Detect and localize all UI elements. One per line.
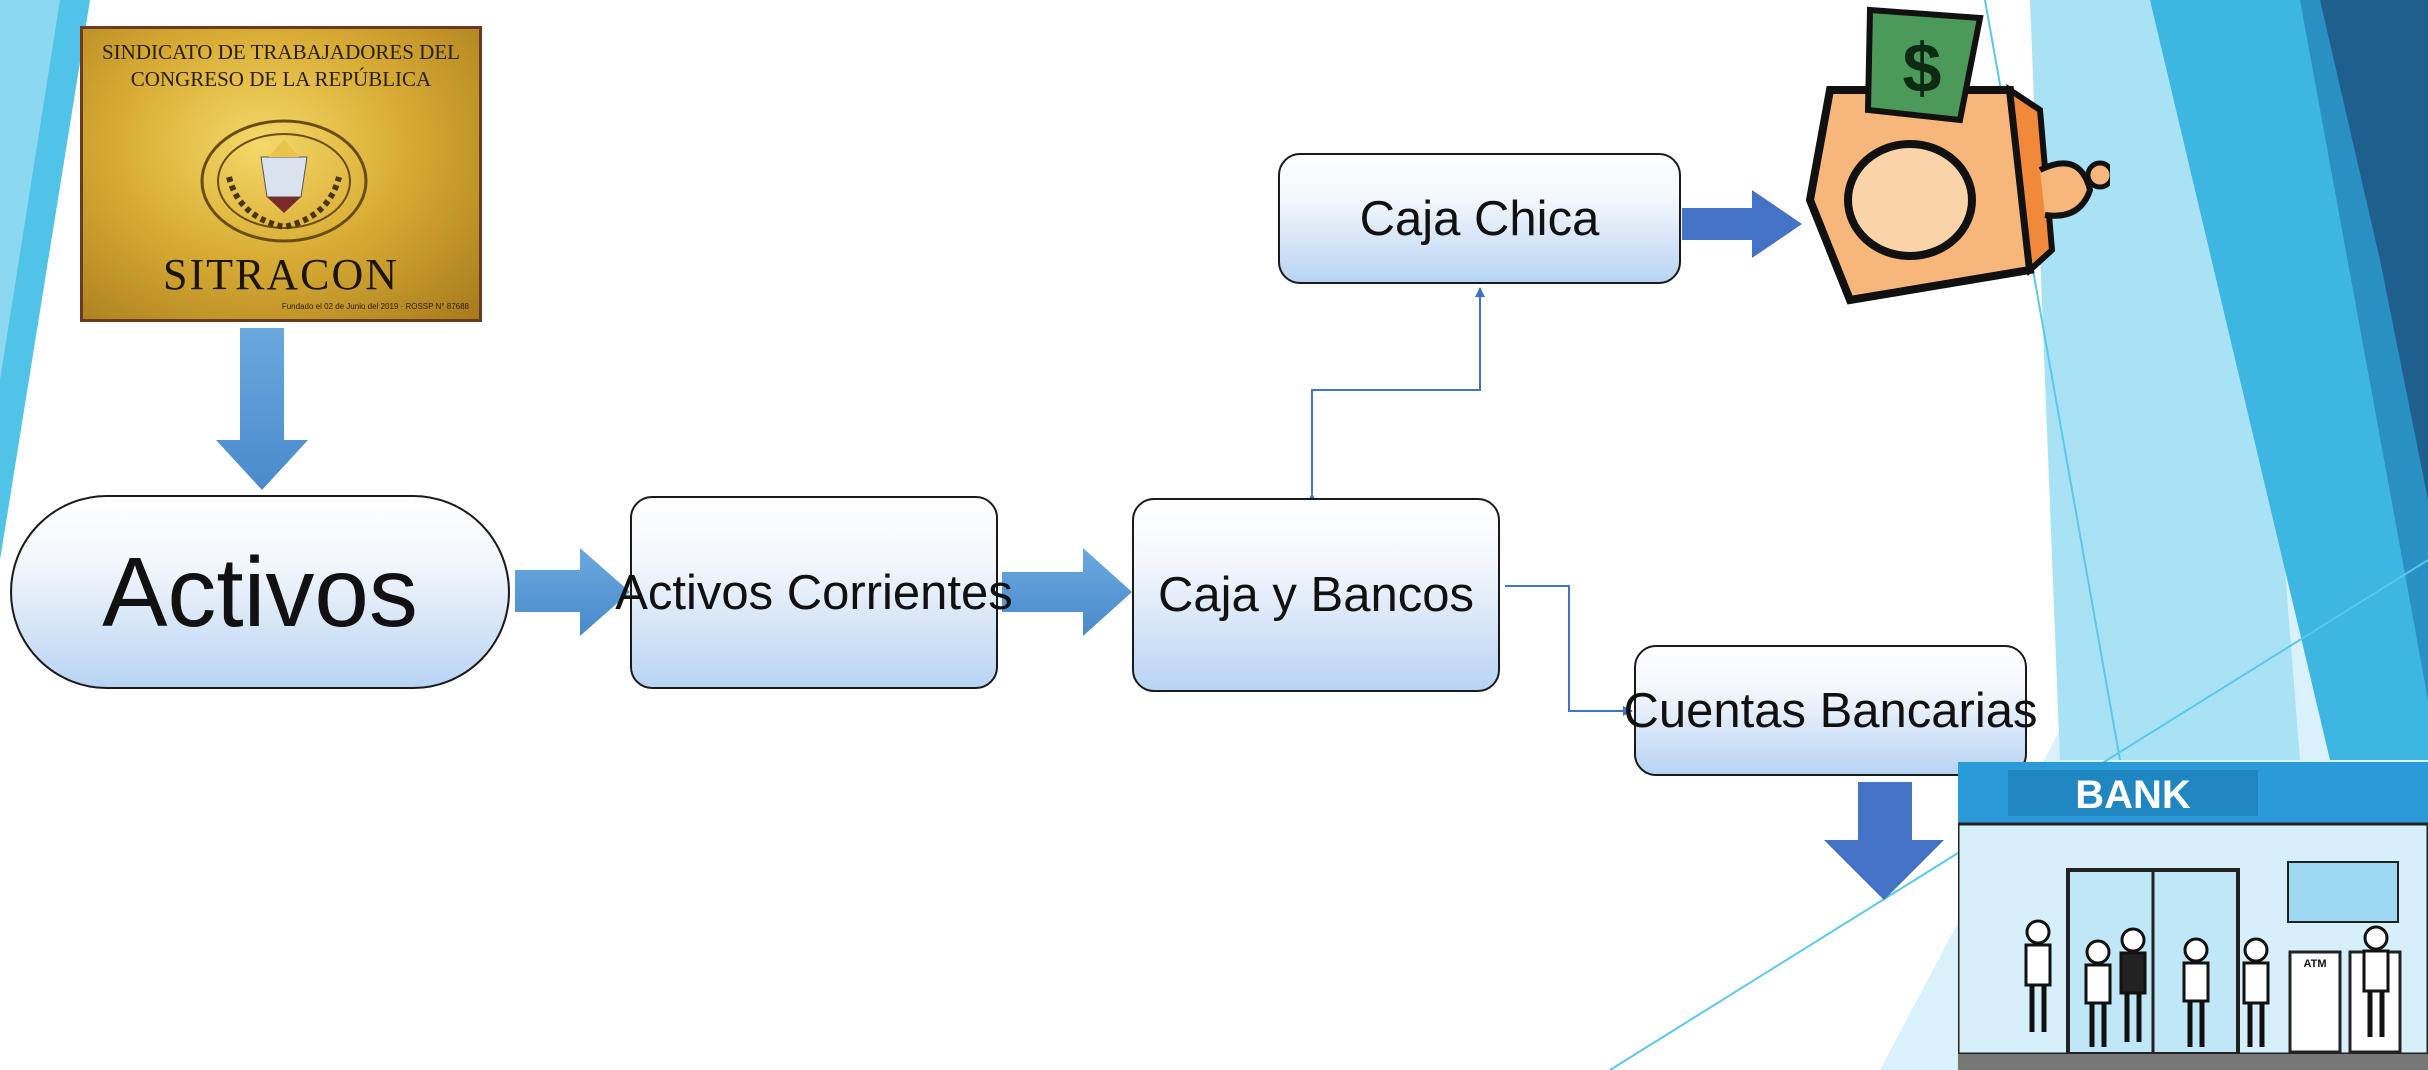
sitracon-seal-icon [200, 119, 368, 243]
left-light-band [0, 0, 60, 380]
plaque-footer: Fundado el 02 de Junio del 2019 · ROSSP … [281, 302, 469, 311]
bank-building-icon: BANK ATM ATM [1958, 762, 2428, 1070]
money-box-icon: $ [1805, 6, 2110, 305]
arrow-corrientes-to-caja-bancos [1002, 548, 1132, 636]
node-cuentas-bancarias: Cuentas Bancarias [1624, 645, 2038, 776]
bank-sign: BANK [2075, 773, 2191, 817]
node-caja-chica: Caja Chica [1278, 153, 1681, 284]
sitracon-plaque: SINDICATO DE TRABAJADORES DEL CONGRESO D… [80, 26, 482, 322]
arrow-activos-to-corrientes [515, 548, 630, 636]
node-activos-corrientes: Activos Corrientes [615, 496, 1013, 689]
right-dark-facet [2320, 0, 2428, 500]
node-activos: Activos [10, 495, 510, 689]
arrow-cuentas-to-bank [1824, 782, 1944, 900]
arrow-plaque-to-activos [216, 328, 308, 490]
node-caja-y-bancos: Caja y Bancos [1132, 498, 1500, 692]
connector-caja-bancos-cuentas [1505, 585, 1633, 716]
bank-illustration: BANK ATM ATM [1958, 762, 2428, 1070]
plaque-name: SITRACON [162, 250, 400, 299]
plaque-heading: SINDICATO DE TRABAJADORES DEL CONGRESO D… [102, 40, 460, 91]
connector-caja-bancos-caja-chica [1307, 287, 1485, 503]
arrow-caja-chica-to-moneybox [1682, 190, 1802, 258]
atm-label-1: ATM [2303, 958, 2326, 970]
svg-text:$: $ [1903, 29, 1942, 107]
